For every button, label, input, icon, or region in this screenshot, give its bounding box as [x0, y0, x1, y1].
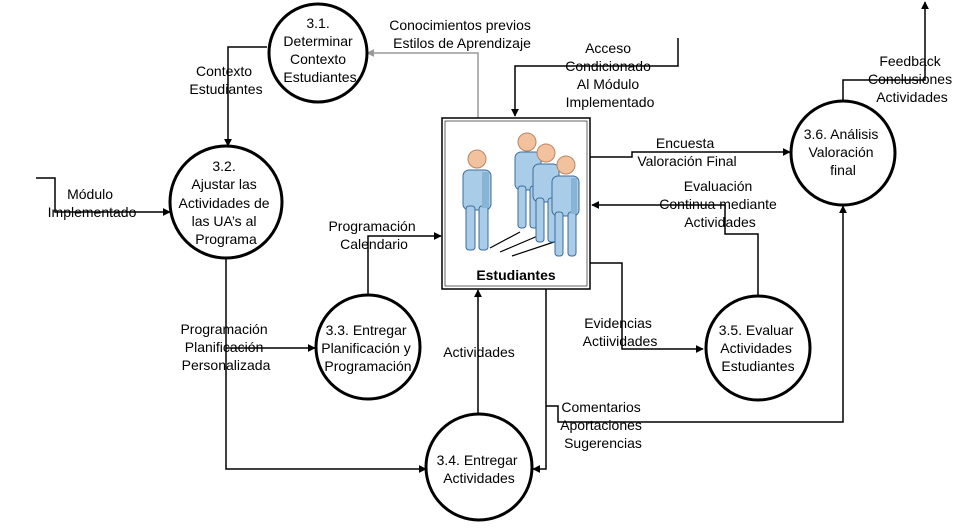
- process-3-3: 3.3. Entregar Planificación y Programaci…: [314, 293, 422, 401]
- flow-line-encuesta: [590, 148, 791, 158]
- students-icon: [462, 132, 580, 257]
- flow-label-programacion-planificacion: Programación Planificación Personalizada: [180, 321, 271, 373]
- process-3-4: 3.4. Entregar Actividades: [424, 412, 534, 522]
- flow-line-contexto: [224, 46, 267, 147]
- flow-line-entity-to-actividades: [532, 289, 547, 473]
- flow-line-conocimientos: [366, 49, 479, 118]
- process-3-5: 3.5. Evaluar Actividades Estudiantes: [704, 294, 812, 402]
- entity-estudiantes: Estudiantes: [441, 117, 591, 290]
- process-3-6: 3.6. Análisis Valoración final: [789, 99, 897, 207]
- process-3-1-label: 3.1. Determinar Contexto Estudiantes: [283, 15, 356, 85]
- flow-label-evaluacion: Evaluación Continua mediante Actividades: [659, 178, 780, 230]
- flow-label-evidencias: Evidencias Actiividades: [583, 315, 658, 349]
- flow-line-programa-actividades: [225, 348, 427, 473]
- flow-lines: [36, 1, 929, 473]
- flow-label-actividades: Actividades: [443, 344, 515, 360]
- flow-label-modulo: Módulo Implementado: [48, 186, 137, 220]
- flow-label-conocimientos: Conocimientos previos Estilos de Aprendi…: [389, 17, 535, 51]
- flow-label-feedback: Feedback Conclusiones Actividades: [868, 53, 956, 105]
- flow-line-feedback: [842, 1, 929, 100]
- flow-label-comentarios: Comentarios Aportaciones Sugerencias: [560, 399, 646, 451]
- process-3-6-label: 3.6. Análisis Valoración final: [804, 126, 883, 178]
- process-3-2: 3.2. Ajustar las Actividades de las UA’s…: [168, 144, 284, 260]
- process-3-3-label: 3.3. Entregar Planificación y Programaci…: [321, 322, 414, 374]
- process-3-5-label: 3.5. Evaluar Actividades Estudiantes: [719, 322, 798, 374]
- flow-line-comentarios: [546, 205, 847, 423]
- flow-label-contexto: Contexto Estudiantes: [189, 63, 262, 97]
- flow-label-programacion-calendario: Programación Calendario: [328, 218, 419, 252]
- flow-line-modulo: [36, 177, 171, 216]
- flow-line-evidencias: [590, 262, 704, 353]
- flow-line-acceso: [511, 38, 679, 117]
- entity-estudiantes-title: Estudiantes: [476, 267, 556, 283]
- flow-label-encuesta: Encuesta Valoración Final: [637, 135, 736, 169]
- flow-label-acceso: Acceso Condicionado Al Módulo Implementa…: [565, 40, 655, 110]
- process-3-2-label: 3.2. Ajustar las Actividades de las UA’s…: [179, 158, 274, 247]
- process-3-4-label: 3.4. Entregar Actividades: [437, 452, 522, 486]
- process-3-1: 3.1. Determinar Contexto Estudiantes: [267, 2, 369, 104]
- flow-line-evaluacion: [591, 201, 759, 296]
- flow-line-programacion-calendario: [367, 232, 442, 297]
